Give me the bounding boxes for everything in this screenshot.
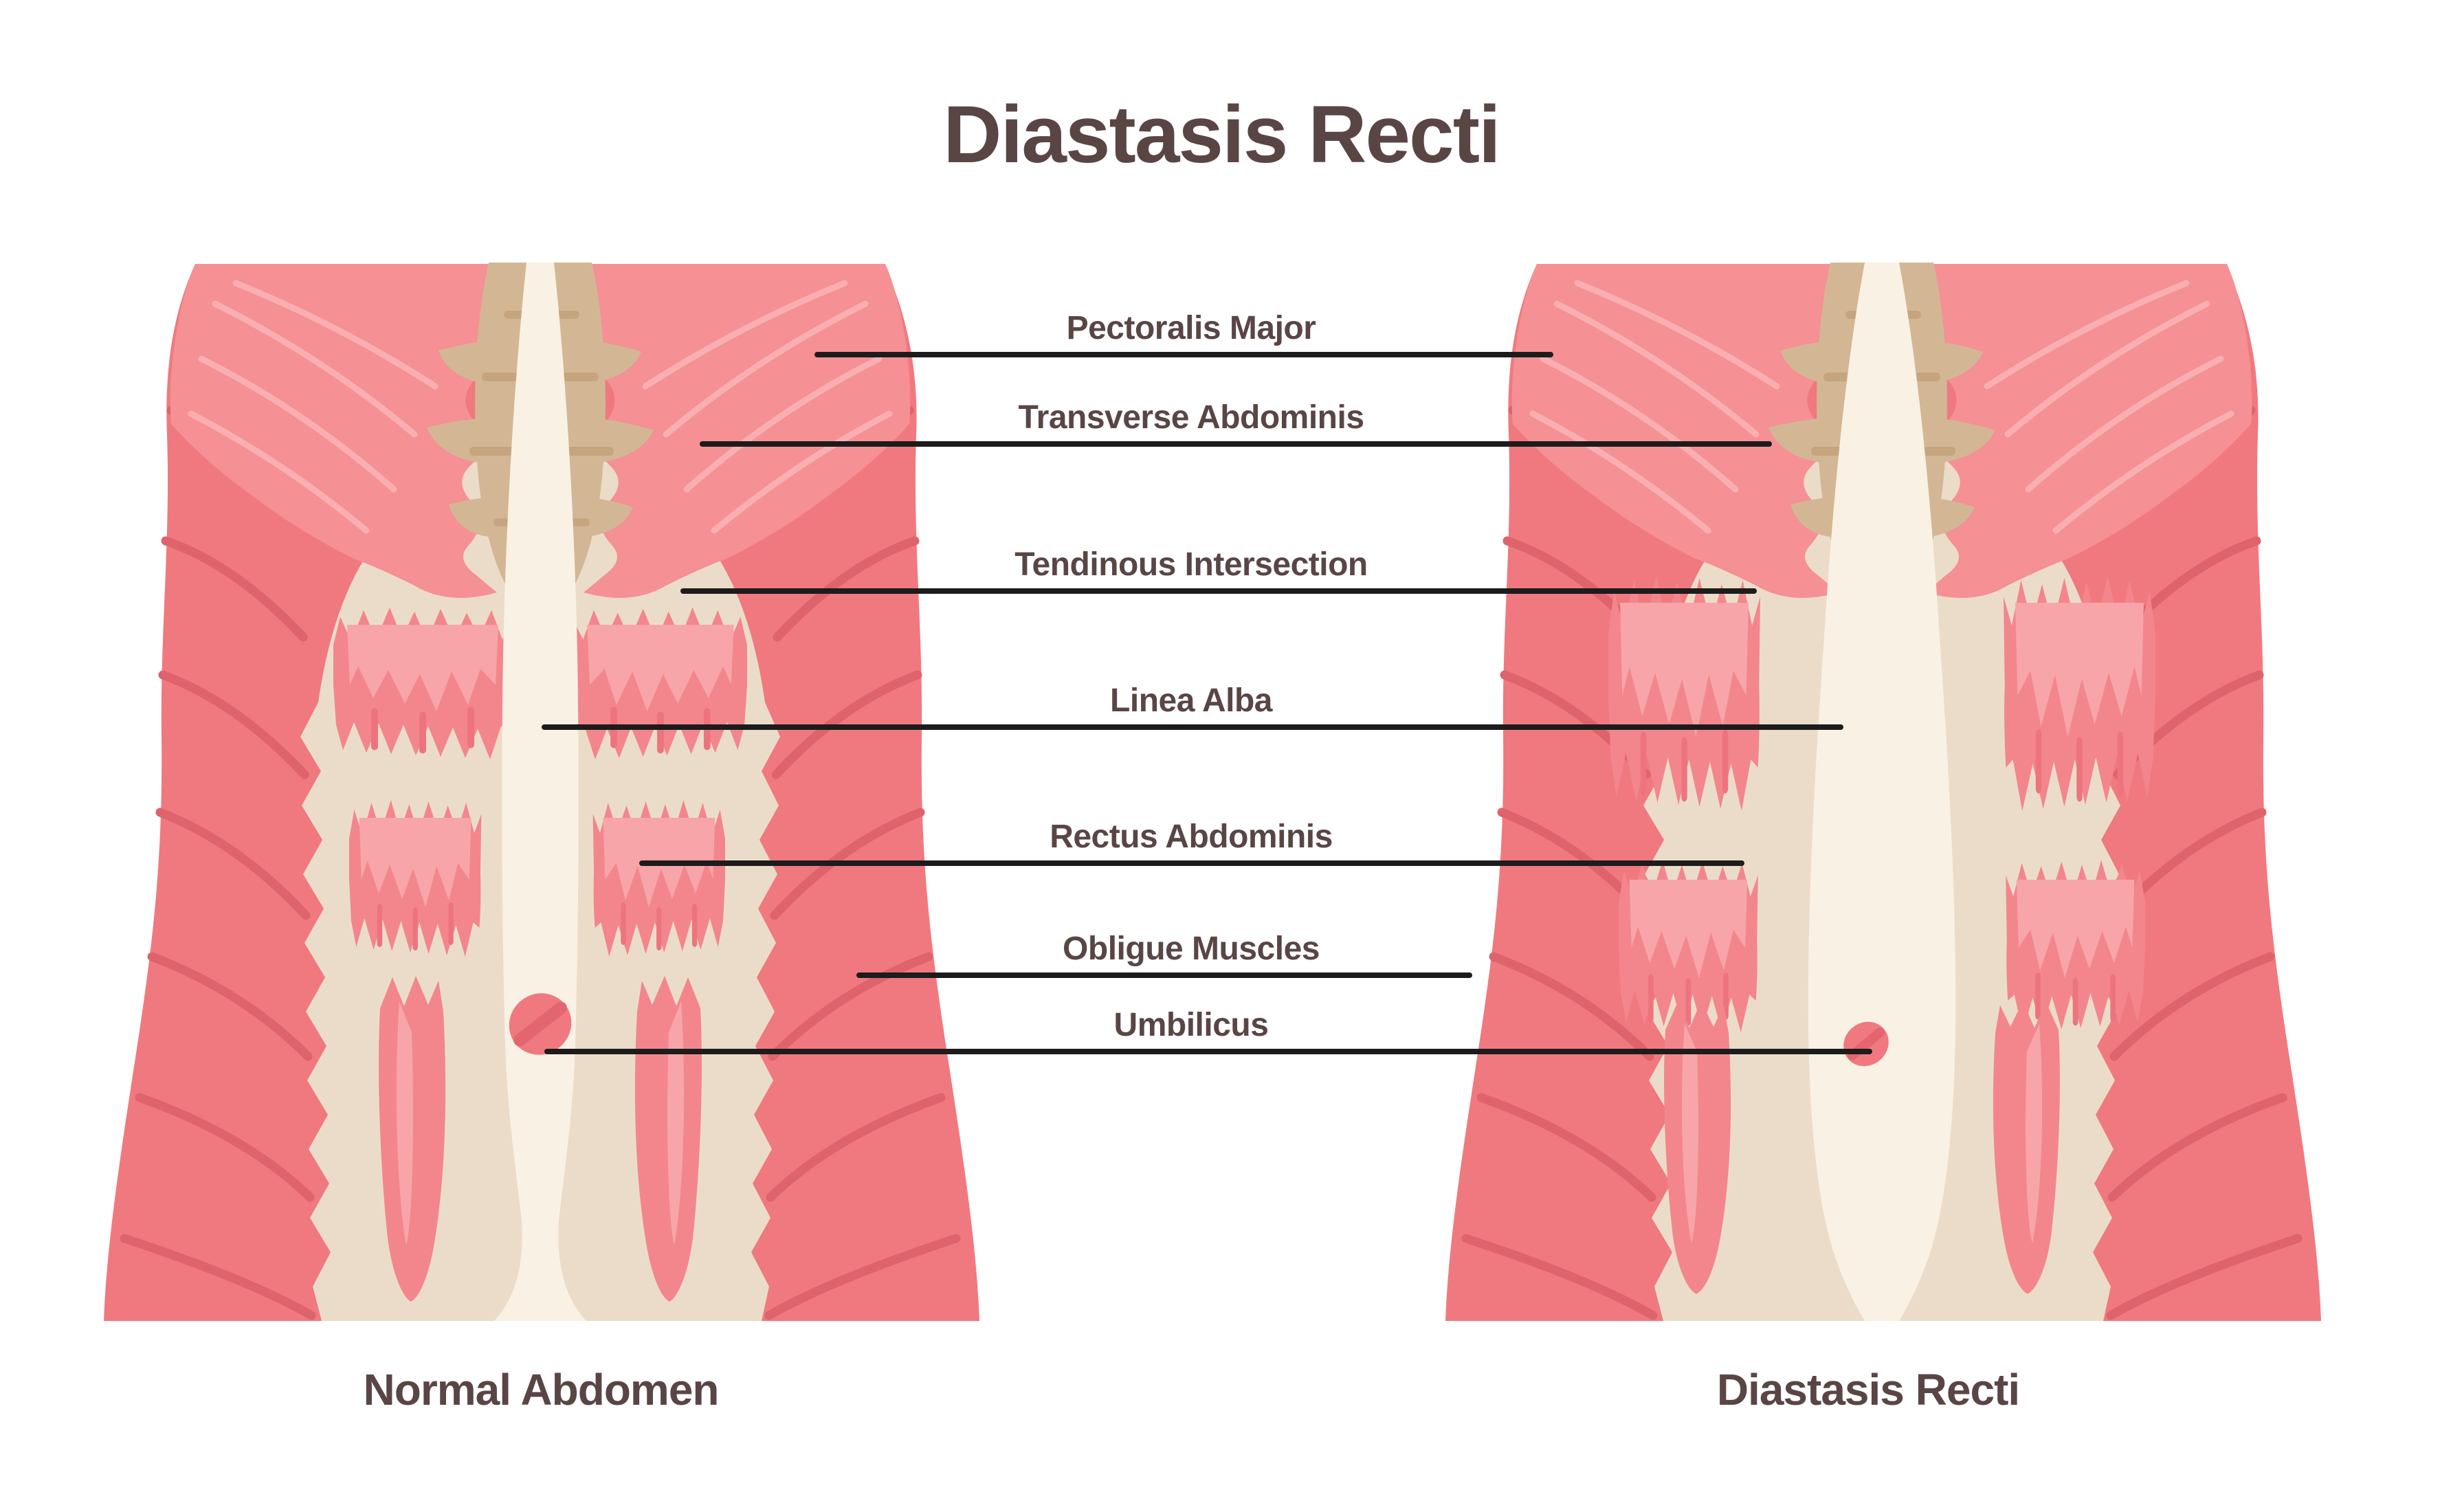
linea-alba-diastasis [1808,263,1956,1321]
label-tendinous-intersection: Tendinous Intersection [1014,546,1368,583]
page-title: Diastasis Recti [943,89,1501,180]
label-rectus-abdominis: Rectus Abdominis [1050,819,1333,855]
caption-normal-abdomen: Normal Abdomen [363,1365,720,1414]
label-linea-alba: Linea Alba [1110,682,1272,719]
leader-line-obligue-muscles [856,972,1472,978]
caption-diastasis-recti: Diastasis Recti [1716,1365,2020,1414]
diastasis-recti-illustration [1433,263,2333,1321]
normal-abdomen-illustration [91,263,992,1321]
label-transverse-abdominis: Transverse Abdominis [1018,399,1364,436]
leader-line-umbilicus [544,1049,1872,1054]
label-pectoralis-major: Pectoralis Major [1066,310,1316,346]
leader-line-pectoralis-major [814,352,1553,357]
leader-line-transverse-abdominis [700,441,1772,447]
leader-line-tendinous-intersection [680,588,1757,594]
leader-line-linea-alba [542,724,1843,730]
label-obligue-muscles: Obligue Muscles [1063,931,1320,967]
leader-line-rectus-abdominis [639,860,1744,866]
label-umbilicus: Umbilicus [1113,1007,1269,1043]
umbilicus-shape [509,993,572,1055]
linea-alba-normal [494,263,586,1321]
